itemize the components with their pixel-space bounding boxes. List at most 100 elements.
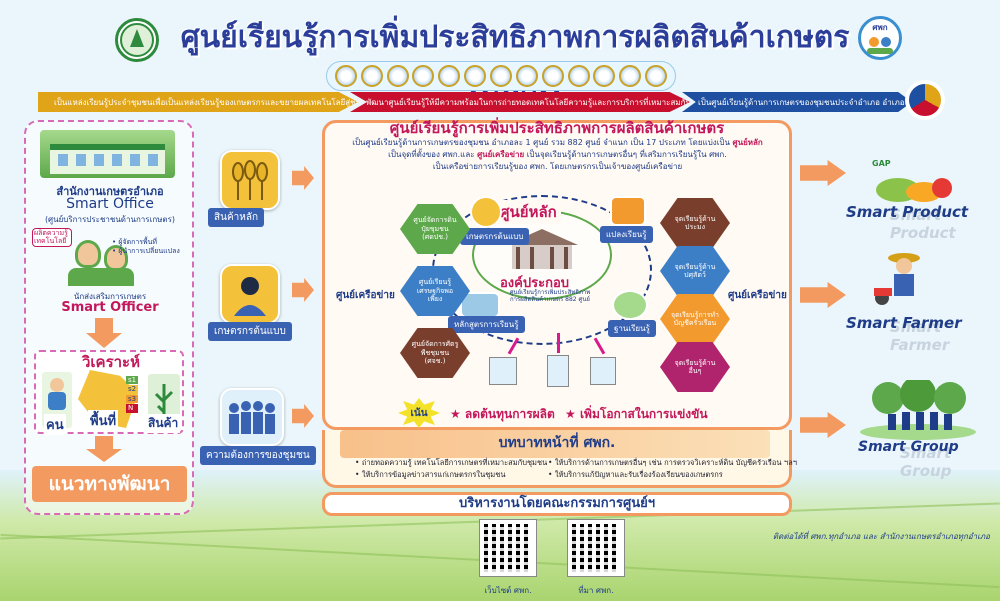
smart-product-label: Smart Product xyxy=(846,203,969,221)
network-left-label: ศูนย์เครือข่าย xyxy=(336,290,395,301)
center-title: ศูนย์เรียนรู้การเพิ่มประสิทธิภาพการผลิตส… xyxy=(389,119,725,137)
spk-logo-label: ศพก xyxy=(872,23,888,32)
doae-logo-icon xyxy=(115,18,159,62)
seal-icon xyxy=(360,65,383,87)
smart-product-shadow: Smart Product xyxy=(890,206,956,242)
seal-icon xyxy=(412,65,435,87)
roles-title: บทบาทหน้าที่ ศพก. xyxy=(498,435,616,451)
model-farmer-label: เกษตรกรต้นแบบ xyxy=(208,322,292,341)
seal-icon xyxy=(438,65,461,87)
seal-icon xyxy=(489,65,512,87)
seal-icon xyxy=(334,65,357,87)
officer-bullet-2: • ผู้นำการเปลี่ยนแปลง xyxy=(112,247,180,256)
hex-fishery: จุดเรียนรู้ด้านประมง xyxy=(660,198,730,248)
role-item: • ให้บริการแก้ปัญหาและรับเรื่องร้องเรียน… xyxy=(548,470,723,479)
inner-tag-learning-base: ฐานเรียนรู้ xyxy=(608,320,656,337)
roles-list-left: • ถ่ายทอดความรู้ เทคโนโลยีการเกษตรที่เหม… xyxy=(355,457,565,481)
farmer-icon xyxy=(870,248,930,308)
produce-icon xyxy=(868,164,964,204)
office-title: สำนักงานเกษตรอำเภอ xyxy=(56,185,164,198)
role-item: • ถ่ายทอดความรู้ เทคโนโลยีการเกษตรที่เหม… xyxy=(355,458,548,467)
community-group-icon xyxy=(489,357,517,385)
community-needs-label: ความต้องการของชุมชน xyxy=(200,446,316,465)
role-item: • ให้บริการข้อมูลข่าวสารแก่เกษตรกรในชุมช… xyxy=(355,470,506,479)
target-icon xyxy=(905,80,945,120)
component-label: องค์ประกอบ xyxy=(500,276,569,291)
analyze-box: วิเคราะห์ s1 s2 s3 N คน พื้นที่ สินค้า xyxy=(34,350,184,435)
source-qr-label: ที่มา ศพก. xyxy=(578,586,614,595)
map-legend: s1 s2 s3 N xyxy=(126,376,139,413)
website-qr-code[interactable] xyxy=(479,519,537,577)
up-arrow-icon xyxy=(557,333,560,353)
focus-items: ★ ลดต้นทุนการผลิต ★ เพิ่มโอกาสในการแข่งข… xyxy=(450,405,708,424)
focus-burst: เน้น xyxy=(398,398,440,428)
group-icon xyxy=(858,376,978,440)
right-arrow-icon xyxy=(292,278,314,302)
inner-tag-learning-plot: แปลงเรียนรู้ xyxy=(600,226,653,243)
learning-base-node-icon xyxy=(612,290,648,320)
role-item: • ให้บริการด้านการเกษตรอื่นๆ เช่น การตรว… xyxy=(548,458,797,467)
network-right-label: ศูนย์เครือข่าย xyxy=(728,290,787,301)
spk-logo-icon: ศพก xyxy=(858,16,902,60)
banner-arrow-2: พัฒนาศูนย์เรียนรู้ให้มีความพร้อมในการถ่า… xyxy=(350,92,690,112)
seal-icon xyxy=(386,65,409,87)
source-qr-code[interactable] xyxy=(567,519,625,577)
officer-avatar xyxy=(75,240,101,268)
hex-livestock: จุดเรียนรู้ด้านปศุสัตว์ xyxy=(660,246,730,296)
smart-farmer-shadow: Smart Farmer xyxy=(890,318,950,354)
seal-icon xyxy=(593,65,616,87)
officer-smart: Smart Officer xyxy=(61,300,159,315)
center-description: เป็นศูนย์เรียนรู้ด้านการเกษตรของชุมชน อำ… xyxy=(330,137,785,173)
banner-arrow-3-text: เป็นศูนย์เรียนรู้ด้านการเกษตรของชุมชนประ… xyxy=(698,97,912,107)
hex-household-accounting: จุดเรียนรู้การทำบัญชีครัวเรือน xyxy=(660,294,730,344)
seal-icon xyxy=(515,65,538,87)
map-code-s1: s1 xyxy=(126,376,139,385)
analyze-area-label: พื้นที่ xyxy=(88,410,119,431)
hex-other: จุดเรียนรู้ด้านอื่นๆ xyxy=(660,342,730,392)
curriculum-node-icon xyxy=(460,292,500,318)
community-icon xyxy=(220,388,284,446)
seal-icon xyxy=(541,65,564,87)
center-line-2: เป็นจุดที่ตั้งของ ศพก.และ ศูนย์เครือข่าย… xyxy=(388,150,727,159)
model-farmer-node-icon xyxy=(470,196,502,228)
right-arrow-icon xyxy=(292,404,314,428)
banner-arrow-2-text: พัฒนาศูนย์เรียนรู้ให้มีความพร้อมในการถ่า… xyxy=(366,97,690,107)
map-code-n: N xyxy=(126,404,139,413)
model-farmer-icon xyxy=(220,264,280,324)
banner-arrow-1: เป็นแหล่งเรียนรู้ประจำชุมชนเพื่อเป็นแหล่… xyxy=(38,92,358,112)
main-center-label: ศูนย์หลัก xyxy=(496,200,561,224)
analyze-title: วิเคราะห์ xyxy=(81,353,140,371)
officer-title: นักส่งเสริมการเกษตร xyxy=(73,292,147,301)
office-building-icon xyxy=(40,130,175,178)
right-arrow-icon xyxy=(800,412,846,438)
website-qr-label: เว็บไซต์ ศพก. xyxy=(484,586,532,595)
focus-reduce-cost: ★ ลดต้นทุนการผลิต xyxy=(450,407,555,421)
map-code-s3: s3 xyxy=(126,394,139,404)
office-smart: Smart Office xyxy=(66,196,154,212)
roles-list-right: • ให้บริการด้านการเกษตรอื่นๆ เช่น การตรว… xyxy=(548,457,797,481)
tech-badge: ผลิตความรู้ เทคโนโลยี xyxy=(32,228,72,248)
seal-icon xyxy=(464,65,487,87)
right-arrow-icon xyxy=(800,282,846,308)
farmer-figure-icon xyxy=(547,355,569,387)
smart-group-shadow: Smart Group xyxy=(900,444,952,480)
inner-tag-curriculum: หลักสูตรการเรียนรู้ xyxy=(448,316,525,333)
community-group-icon xyxy=(590,357,616,385)
development-button: แนวทางพัฒนา xyxy=(32,466,187,502)
main-product-label: สินค้าหลัก xyxy=(208,208,265,227)
gap-label: GAP xyxy=(872,159,891,168)
inner-tag-model-farmer: เกษตรกรต้นแบบ xyxy=(460,228,530,245)
officer-bodies xyxy=(68,268,134,286)
right-arrow-icon xyxy=(292,166,314,190)
component-sub: ศูนย์เรียนรู้การเพิ่มประสิทธิภาพการผลิตส… xyxy=(509,289,591,304)
officer-bullets: • ผู้จัดการพื้นที่ • ผู้นำการเปลี่ยนแปลง xyxy=(112,238,180,256)
agency-seals-row xyxy=(326,61,676,91)
analyze-person-label: คน xyxy=(44,414,66,435)
right-arrow-icon xyxy=(800,160,846,186)
focus-competitiveness: ★ เพิ่มโอกาสในการแข่งขัน xyxy=(565,407,708,421)
center-line-1: เป็นศูนย์เรียนรู้ด้านการเกษตรของชุมชน อำ… xyxy=(352,138,763,147)
officer-bullet-1: • ผู้จัดการพื้นที่ xyxy=(112,238,158,246)
smart-group-label: Smart Group xyxy=(858,439,959,455)
management-bar: บริหารงานโดยคณะกรรมการศูนย์ฯ xyxy=(322,492,792,516)
banner-arrow-3: เป็นศูนย์เรียนรู้ด้านการเกษตรของชุมชนประ… xyxy=(682,92,912,112)
